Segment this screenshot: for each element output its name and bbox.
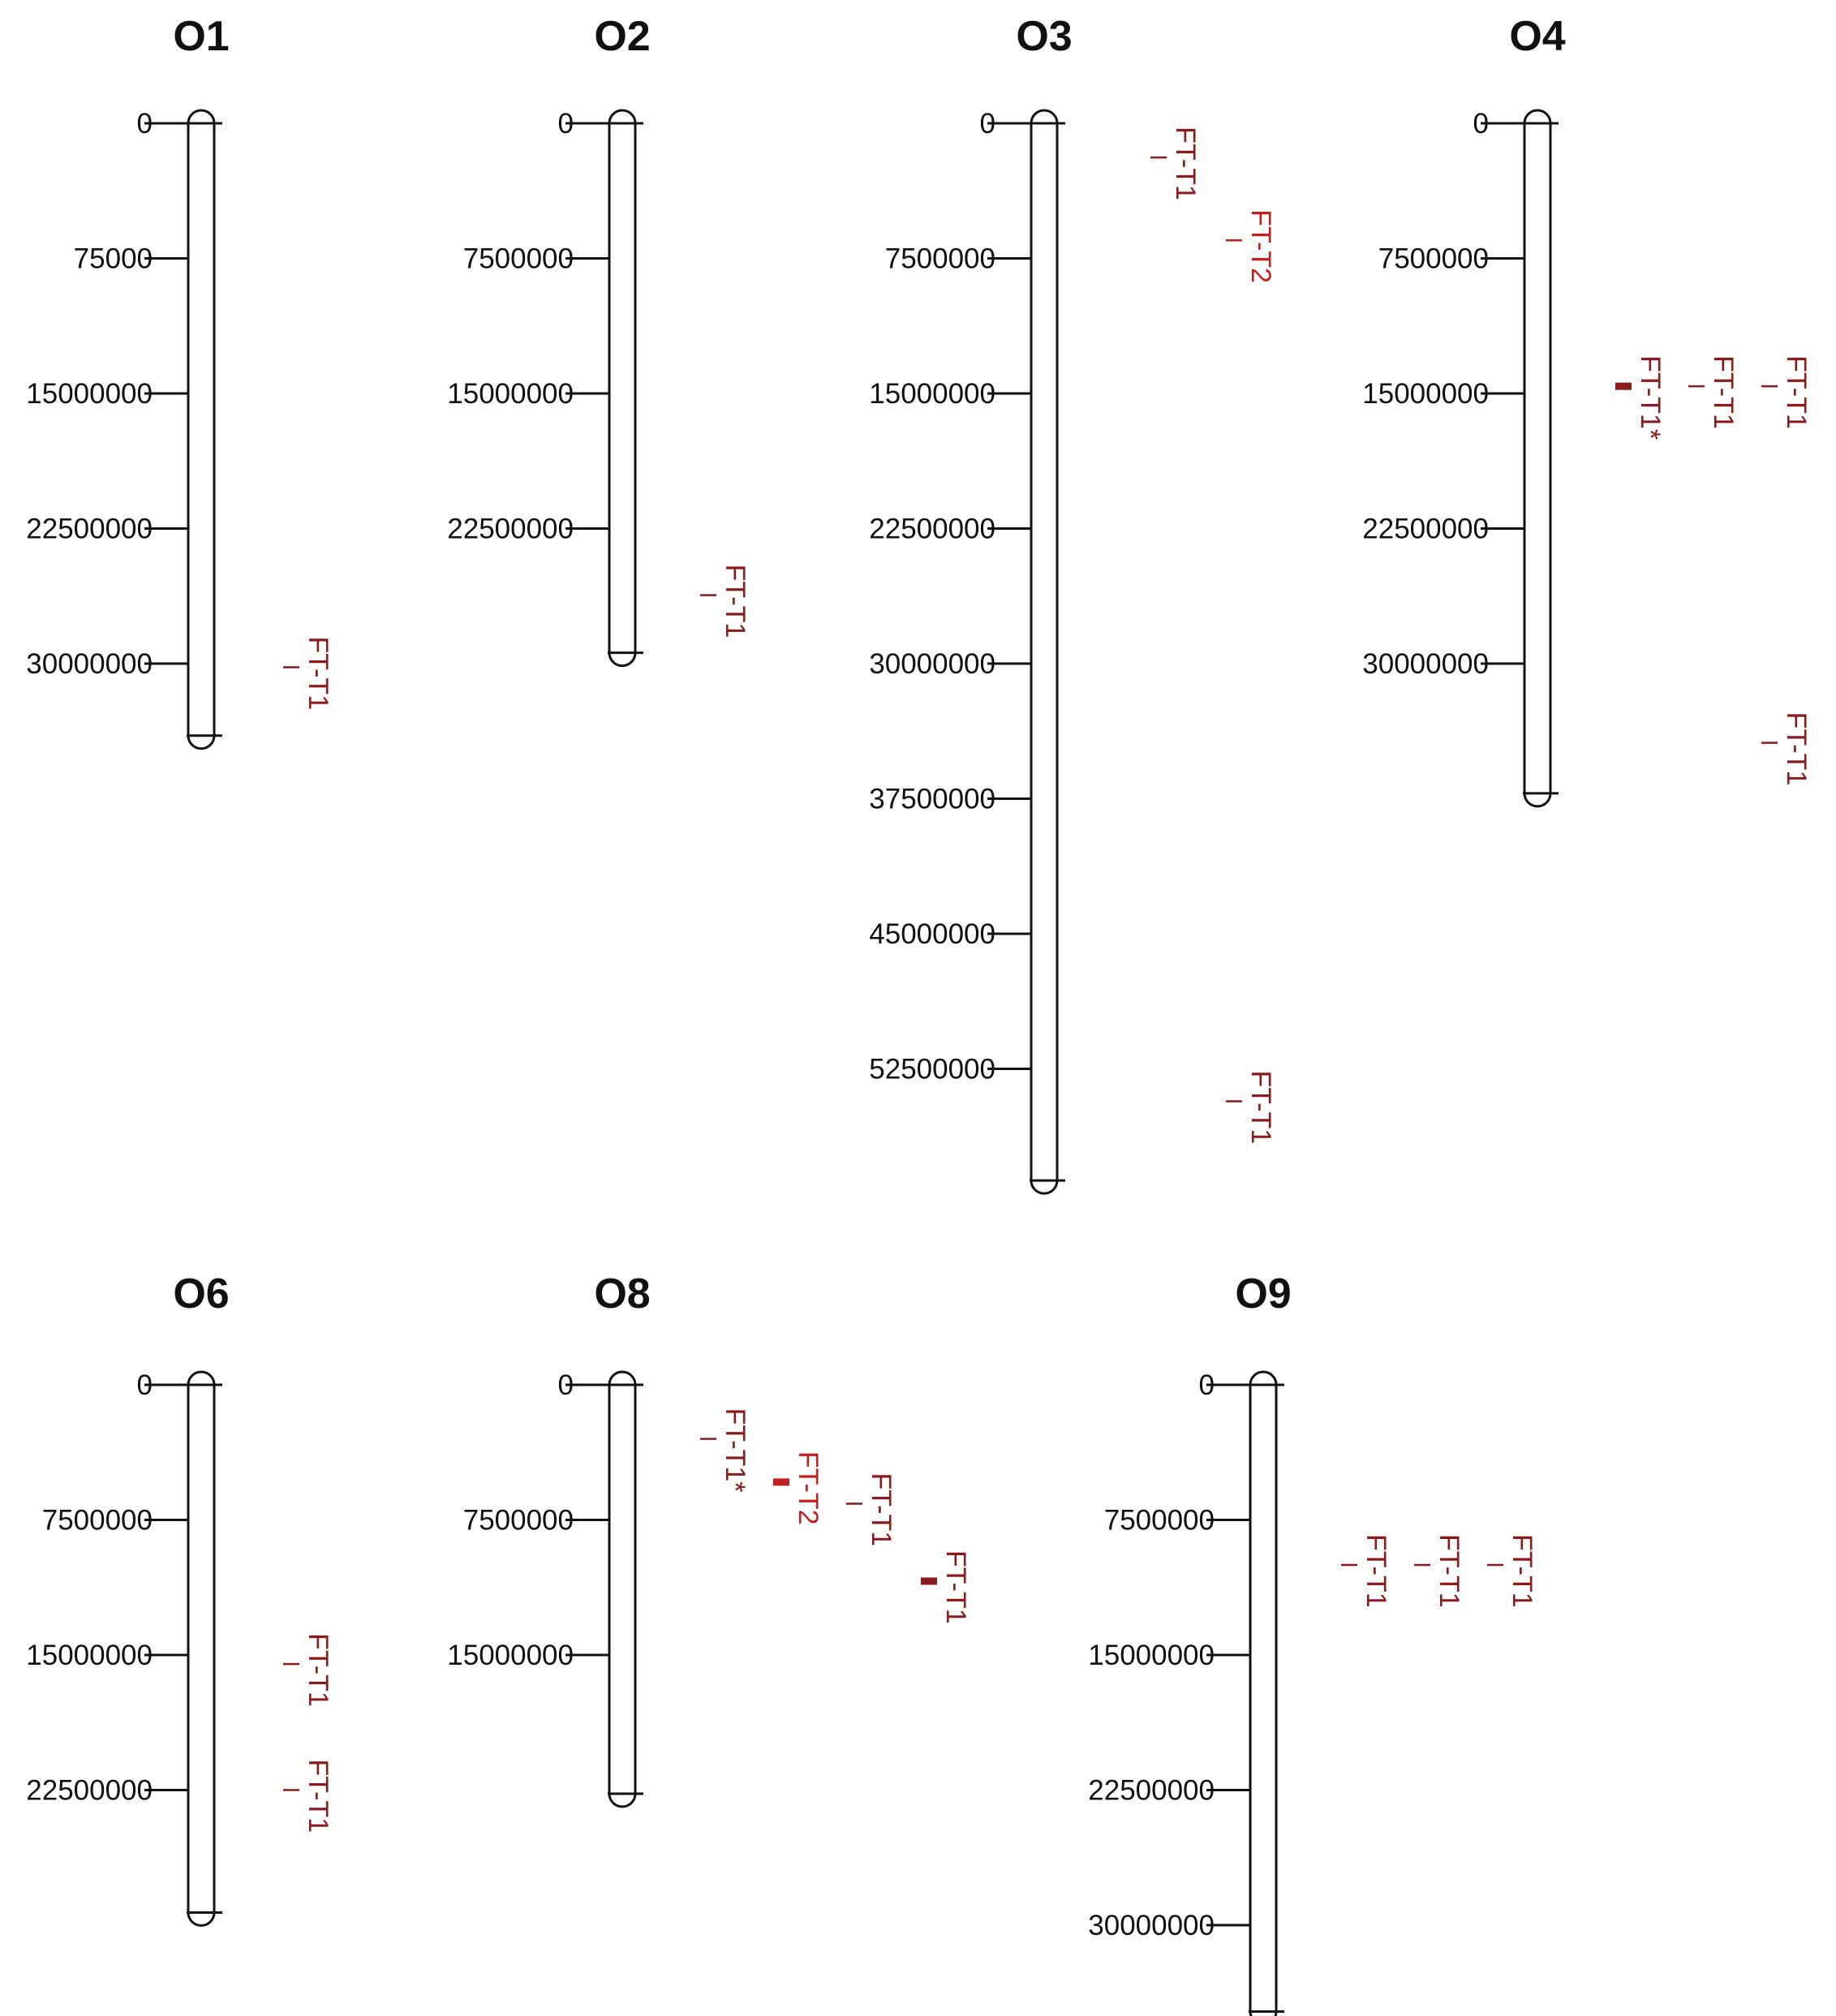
chromosome-o4: O4 0 7500000 15000000 22500000 30000000 FT-T1*… (1362, 13, 1812, 808)
gene-marker-label: FT-T1 (1434, 1534, 1464, 1608)
axis-tick-label: 22500000 (1088, 1775, 1215, 1807)
chromosome-title: O1 (173, 13, 229, 60)
gene-marker-label: FT-T1* (720, 1408, 750, 1493)
chromosome-body (1030, 109, 1059, 1195)
chromosome-title: O8 (594, 1270, 650, 1317)
axis-tick-label: 0 (558, 1369, 574, 1401)
chromosome-o1: O1 0 75000 15000000 22500000 30000000 FT-T1 (26, 13, 333, 750)
gene-marker-label: FT-T1 (1708, 355, 1739, 429)
axis-tick-label: 52500000 (869, 1054, 995, 1085)
gene-marker-label: FT-T1 (1245, 1070, 1276, 1144)
gene-marker-label: FT-T1 (1507, 1534, 1537, 1608)
axis-tick-label: 75000 (74, 243, 153, 275)
gene-marker-label: FT-T1 (303, 1760, 333, 1833)
axis-tick-label: 7500000 (1104, 1505, 1215, 1537)
axis-tick-label: 15000000 (447, 378, 574, 410)
axis-tick-label: 7500000 (463, 243, 574, 275)
gene-marker-label: FT-T1* (1635, 355, 1666, 440)
gene-marker-label: FT-T1 (1170, 127, 1201, 200)
gene-marker-label: FT-T2 (793, 1451, 823, 1525)
gene-marker-label: FT-T2 (1245, 209, 1276, 283)
gene-marker-label: FT-T1 (303, 636, 333, 710)
chromosome-title: O2 (594, 13, 650, 60)
axis-tick-label: 0 (1473, 108, 1489, 140)
axis-tick-label: 30000000 (1088, 1910, 1215, 1941)
chromosome-body (187, 1370, 216, 1927)
gene-marker-label: FT-T1 (303, 1633, 333, 1707)
axis-tick-label: 15000000 (1362, 378, 1489, 410)
gene-marker-label: FT-T1 (1781, 712, 1812, 786)
chromosome-body (187, 109, 216, 750)
axis-tick-label: 22500000 (447, 514, 574, 545)
axis-tick-label: 15000000 (1088, 1640, 1215, 1671)
axis-tick-label: 0 (137, 108, 153, 140)
chromosome-o9: O9 0 7500000 15000000 22500000 30000000 FT-T1 F… (1088, 1270, 1537, 2016)
axis-tick-label: 45000000 (869, 918, 995, 950)
chromosome-title: O6 (173, 1270, 229, 1317)
axis-tick-label: 22500000 (869, 514, 995, 545)
axis-tick-label: 30000000 (26, 648, 153, 680)
axis-tick-label: 0 (558, 108, 574, 140)
axis-tick-label: 37500000 (869, 784, 995, 815)
chromosome-body (1249, 1370, 1278, 2016)
axis-tick-label: 15000000 (869, 378, 995, 410)
axis-tick-label: 22500000 (26, 1775, 153, 1807)
axis-tick-label: 7500000 (1378, 243, 1489, 275)
axis-tick-label: 0 (980, 108, 995, 140)
axis-tick-label: 0 (1199, 1369, 1215, 1401)
axis-tick-label: 30000000 (1362, 648, 1489, 680)
axis-tick-label: 0 (137, 1369, 153, 1401)
axis-tick-label: 7500000 (463, 1505, 574, 1537)
chromosome-title: O3 (1016, 13, 1072, 60)
gene-marker-label: FT-T1 (720, 565, 750, 638)
axis-tick-label: 7500000 (42, 1505, 153, 1537)
axis-tick-label: 7500000 (885, 243, 995, 275)
chromosome-o3: O3 0 7500000 15000000 22500000 30000000 375000… (869, 13, 1276, 1195)
axis-tick-label: 15000000 (26, 378, 153, 410)
chromosome-body (608, 1370, 637, 1808)
gene-marker-label: FT-T1 (1361, 1534, 1391, 1608)
axis-tick-label: 22500000 (26, 514, 153, 545)
gene-marker-label: FT-T1 (866, 1473, 897, 1547)
axis-tick-label: 22500000 (1362, 514, 1489, 545)
axis-tick-label: 30000000 (869, 648, 995, 680)
chromosome-title: O9 (1235, 1270, 1291, 1317)
axis-tick-label: 15000000 (447, 1640, 574, 1671)
gene-marker-label: FT-T1 (940, 1550, 971, 1624)
chromosome-title: O4 (1509, 13, 1565, 60)
axis-tick-label: 15000000 (26, 1640, 153, 1671)
chromosome-body (1523, 109, 1552, 808)
gene-marker-label: FT-T1 (1781, 355, 1812, 429)
chromosome-body (608, 109, 637, 668)
